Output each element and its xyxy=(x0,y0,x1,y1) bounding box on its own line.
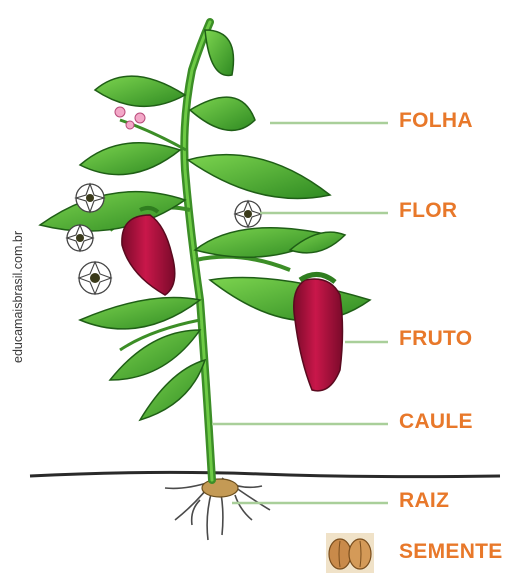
label-flor: FLOR xyxy=(399,199,457,223)
credit-text: educamaisbrasil.com.br xyxy=(11,217,25,377)
label-caule: CAULE xyxy=(399,410,473,434)
soil-line xyxy=(30,472,500,476)
label-folha: FOLHA xyxy=(399,109,473,133)
root-tuber xyxy=(202,479,238,497)
seed-icon xyxy=(326,533,374,573)
label-semente: SEMENTE xyxy=(399,540,503,564)
label-fruto: FRUTO xyxy=(399,327,472,351)
label-raiz: RAIZ xyxy=(399,489,449,513)
flower-buds xyxy=(115,107,145,129)
